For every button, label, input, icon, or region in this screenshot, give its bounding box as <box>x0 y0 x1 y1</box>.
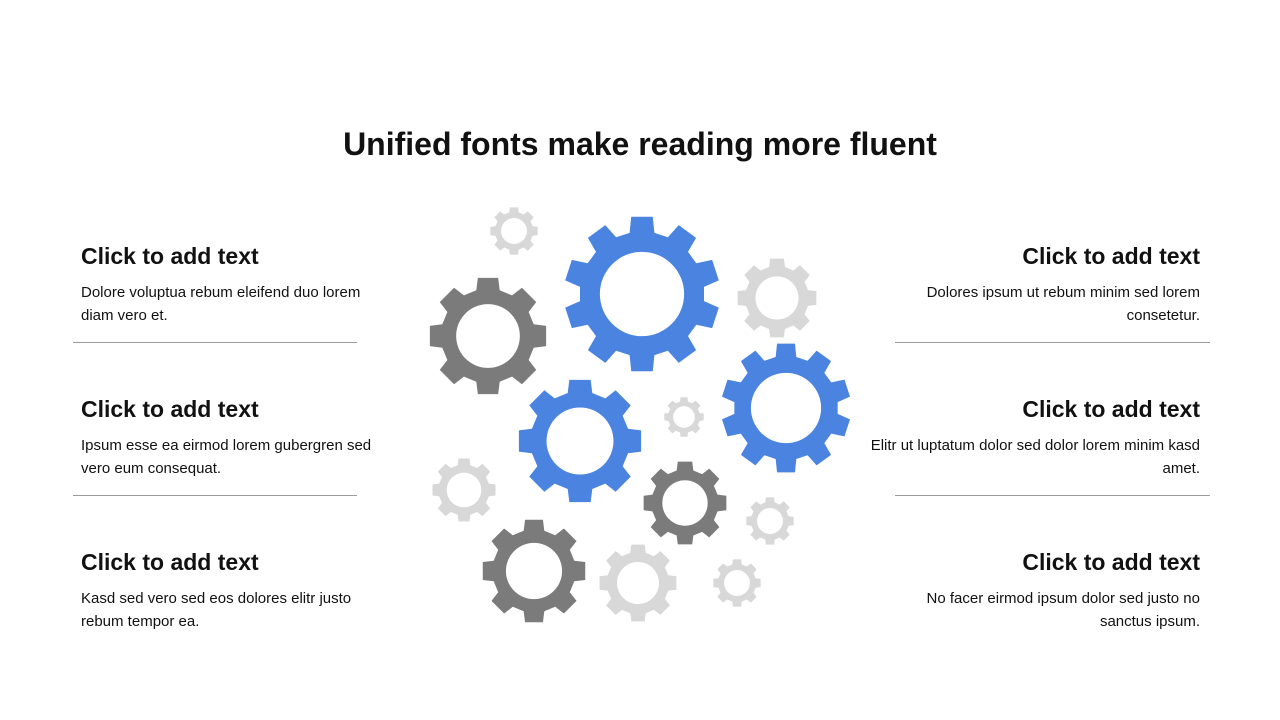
gear-icon <box>722 343 850 473</box>
block-body: Elitr ut luptatum dolor sed dolor lorem … <box>870 437 1200 477</box>
left-divider-1 <box>73 342 357 343</box>
left-text-block-3[interactable]: Click to add text Kasd sed vero sed eos … <box>81 547 411 633</box>
gear-icon <box>713 559 761 607</box>
block-heading: Click to add text <box>1022 396 1200 422</box>
block-body: Dolore voluptua rebum eleifend duo lorem… <box>81 284 361 324</box>
right-divider-2 <box>895 495 1210 496</box>
slide-title: Unified fonts make reading more fluent <box>343 126 937 162</box>
right-text-block-1[interactable]: Click to add text Dolores ipsum ut rebum… <box>870 241 1200 327</box>
block-heading: Click to add text <box>81 243 259 269</box>
left-text-block-1[interactable]: Click to add text Dolore voluptua rebum … <box>81 241 411 327</box>
right-divider-1 <box>895 342 1210 343</box>
gear-icon <box>746 497 794 545</box>
gear-icon <box>482 519 586 623</box>
gear-icon <box>599 544 677 622</box>
block-body: Ipsum esse ea eirmod lorem gubergren sed… <box>81 437 372 477</box>
left-text-block-2[interactable]: Click to add text Ipsum esse ea eirmod l… <box>81 394 411 480</box>
gear-icon <box>429 277 547 395</box>
right-text-block-3[interactable]: Click to add text No facer eirmod ipsum … <box>870 547 1200 633</box>
block-heading: Click to add text <box>1022 243 1200 269</box>
gear-icon <box>737 258 817 338</box>
gear-icon <box>432 458 496 522</box>
gear-icon <box>490 207 538 255</box>
left-divider-2 <box>73 495 357 496</box>
gear-icon <box>565 216 719 372</box>
block-body: Dolores ipsum ut rebum minim sed lorem c… <box>926 284 1200 324</box>
right-text-block-2[interactable]: Click to add text Elitr ut luptatum dolo… <box>870 394 1200 480</box>
block-body: No facer eirmod ipsum dolor sed justo no… <box>926 590 1200 630</box>
block-heading: Click to add text <box>1022 549 1200 575</box>
gear-icon <box>664 397 704 437</box>
block-body: Kasd sed vero sed eos dolores elitr just… <box>81 590 352 630</box>
gear-icon <box>518 379 642 503</box>
block-heading: Click to add text <box>81 396 259 422</box>
gear-icon <box>643 461 727 545</box>
block-heading: Click to add text <box>81 549 259 575</box>
